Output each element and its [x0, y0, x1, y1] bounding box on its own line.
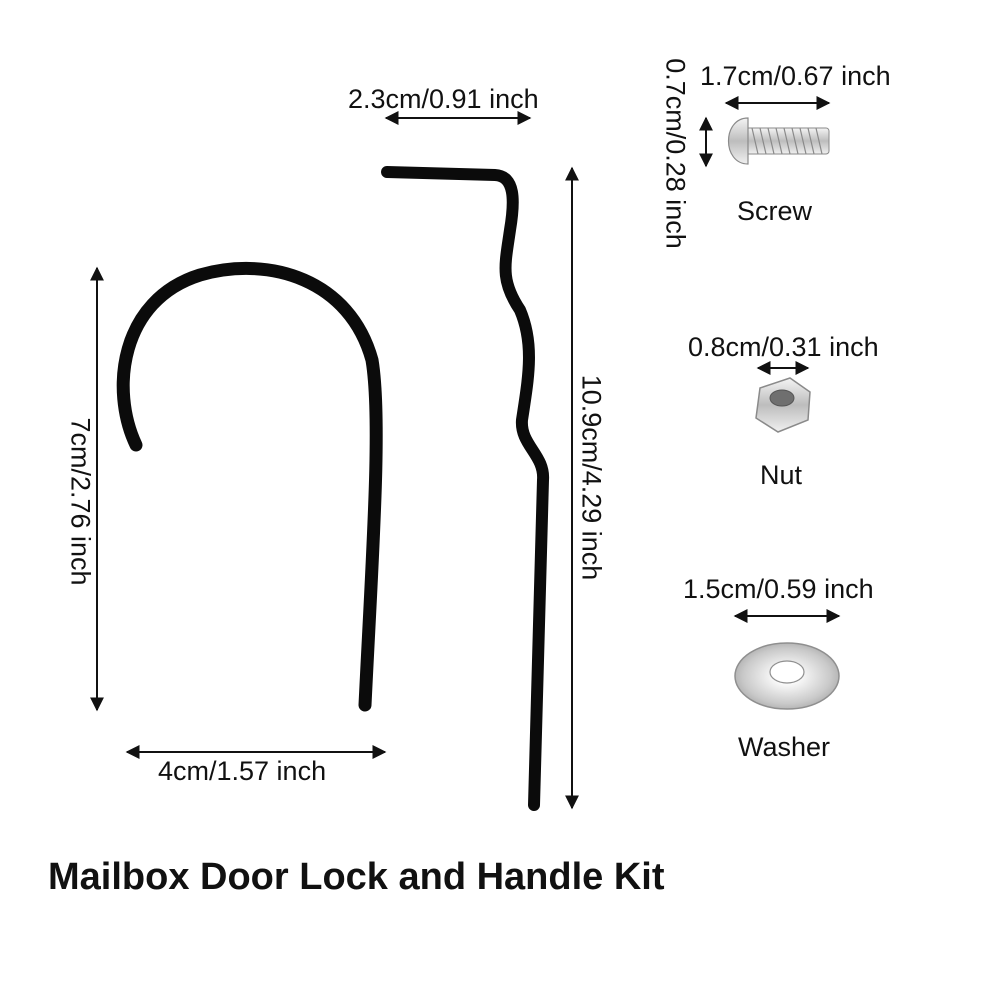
handle-width-label: 4cm/1.57 inch	[158, 756, 327, 786]
screw-length-label: 1.7cm/0.67 inch	[700, 61, 891, 91]
screw-diameter-label: 0.7cm/0.28 inch	[660, 58, 691, 249]
nut-icon	[755, 377, 811, 433]
washer-size-label: 1.5cm/0.59 inch	[683, 574, 874, 604]
washer-icon	[734, 642, 840, 710]
page-title: Mailbox Door Lock and Handle Kit	[48, 856, 665, 898]
nut-name: Nut	[760, 460, 803, 490]
latch-part	[381, 166, 550, 811]
washer-name: Washer	[738, 732, 831, 762]
nut-size-label: 0.8cm/0.31 inch	[688, 332, 879, 362]
handle-part	[116, 262, 383, 712]
screw-name: Screw	[737, 196, 813, 226]
handle-height-label: 7cm/2.76 inch	[65, 417, 96, 586]
latch-top-width-label: 2.3cm/0.91 inch	[348, 84, 539, 114]
latch-height-label: 10.9cm/4.29 inch	[576, 374, 607, 581]
screw-icon	[727, 117, 830, 165]
